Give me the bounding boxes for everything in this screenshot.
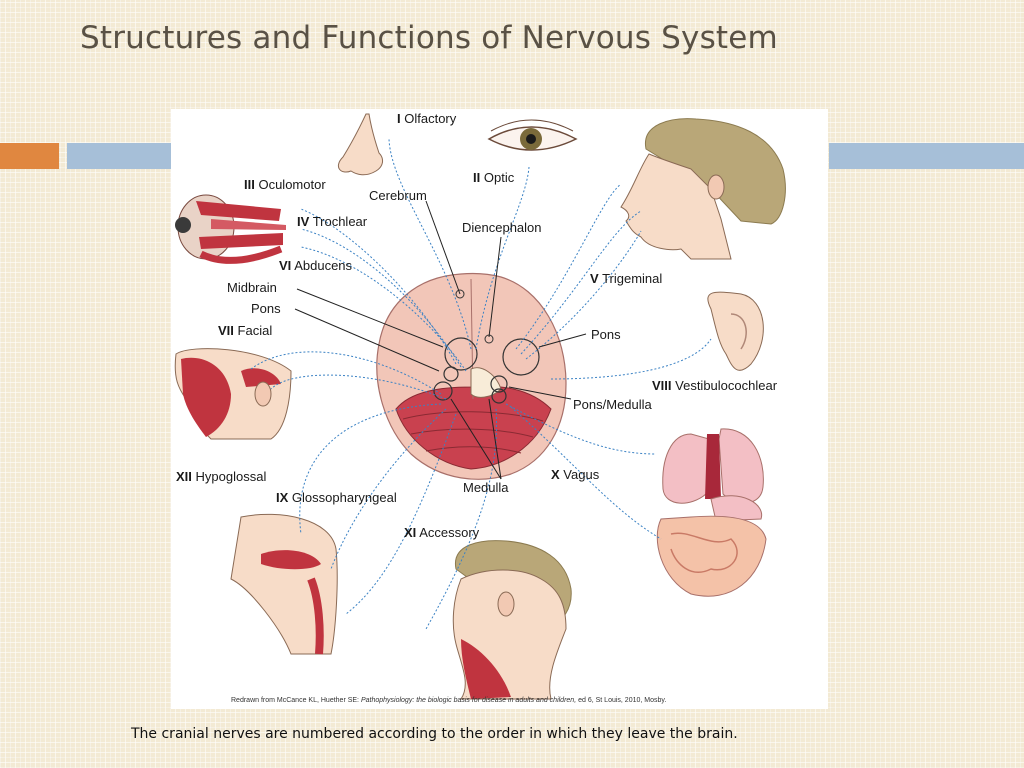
nerve-paths xyxy=(250,138,712,630)
slide-caption: The cranial nerves are numbered accordin… xyxy=(131,726,738,742)
label-vestibulocochlear: VIII Vestibulocochlear xyxy=(652,378,778,393)
brain-illustration xyxy=(376,272,567,480)
label-midbrain: Midbrain xyxy=(227,280,277,295)
label-hypoglossal: XII Hypoglossal xyxy=(176,469,266,484)
neck-profile-illustration xyxy=(452,540,572,700)
digestive-illustration xyxy=(656,495,767,597)
throat-section-illustration xyxy=(230,513,338,655)
image-credit: Redrawn from McCance KL, Huether SE: Pat… xyxy=(231,697,667,704)
lungs-heart-illustration xyxy=(662,428,764,504)
eyeball-muscles-illustration xyxy=(175,194,286,264)
label-trochlear: IV Trochlear xyxy=(297,214,368,229)
label-pons-right: Pons xyxy=(591,327,621,342)
label-olfactory: I Olfactory xyxy=(397,111,457,126)
label-medulla: Medulla xyxy=(463,480,509,495)
label-cerebrum: Cerebrum xyxy=(369,188,427,203)
label-abducens: VI Abducens xyxy=(279,258,353,273)
label-oculomotor: III Oculomotor xyxy=(244,177,326,192)
label-trigeminal: V Trigeminal xyxy=(590,271,662,286)
face-profile-illustration xyxy=(620,118,786,260)
facial-muscles-illustration xyxy=(174,348,292,440)
label-glossopharyngeal: IX Glossopharyngeal xyxy=(276,490,397,505)
label-facial: VII Facial xyxy=(218,323,272,338)
label-accessory: XI Accessory xyxy=(404,525,480,540)
label-optic: II Optic xyxy=(473,170,515,185)
label-pons-left: Pons xyxy=(251,301,281,316)
leader-lines xyxy=(294,200,587,480)
eye-illustration xyxy=(487,119,578,151)
label-diencephalon: Diencephalon xyxy=(462,220,542,235)
cranial-nerves-diagram: I Olfactory II Optic III Oculomotor Cere… xyxy=(171,109,828,709)
ear-illustration xyxy=(707,291,764,371)
accent-bar-blue-left xyxy=(67,143,171,169)
slide-title: Structures and Functions of Nervous Syst… xyxy=(80,20,778,56)
label-vagus: X Vagus xyxy=(551,467,600,482)
accent-bar-blue-right xyxy=(829,143,1024,169)
nose-illustration xyxy=(338,113,384,176)
label-pons-medulla: Pons/Medulla xyxy=(573,397,653,412)
accent-bar-orange xyxy=(0,143,59,169)
diagram-svg: I Olfactory II Optic III Oculomotor Cere… xyxy=(174,111,786,700)
